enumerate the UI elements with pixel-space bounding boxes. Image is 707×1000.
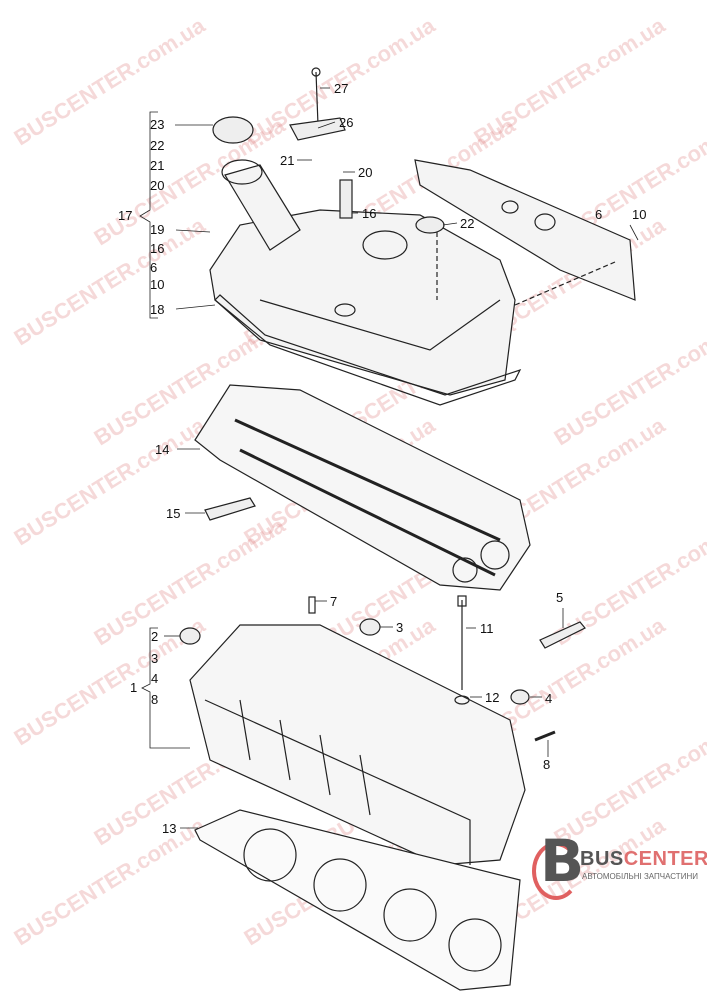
group-1-item: 3 xyxy=(151,651,159,666)
bolt-27 xyxy=(311,67,321,126)
plug-2 xyxy=(179,627,201,645)
group-17-label: 17 xyxy=(118,208,133,223)
group-17-item: 20 xyxy=(150,178,165,193)
logo-center: CENTER xyxy=(623,848,707,870)
callout-15: 15 xyxy=(166,506,181,521)
plug-22 xyxy=(415,216,445,234)
group-17-item: 23 xyxy=(150,117,165,132)
callout-4: 4 xyxy=(545,691,553,706)
logo-bus: BUS xyxy=(580,848,624,870)
head-gasket-13 xyxy=(194,809,521,991)
plug-3 xyxy=(359,618,381,636)
callout-11: 11 xyxy=(480,621,494,636)
group-1-item: 8 xyxy=(151,692,159,707)
bolt-11 xyxy=(457,595,467,690)
sensor-16 xyxy=(339,179,353,219)
stud-8 xyxy=(534,730,556,742)
logo-subtitle: АВТОМОБІЛЬНІ ЗАПЧАСТИНИ xyxy=(582,872,698,881)
leader-lines xyxy=(139,87,639,829)
callout-12: 12 xyxy=(485,690,500,705)
logo-c-mark xyxy=(532,842,580,900)
callout-8: 8 xyxy=(543,757,551,772)
callout-21: 21 xyxy=(280,153,295,168)
camshaft-housing xyxy=(194,384,531,591)
callout-27: 27 xyxy=(334,81,349,96)
valve-cover xyxy=(209,209,516,396)
logo-b-mark: B xyxy=(540,827,585,895)
logo-name: BUSCENTER xyxy=(580,848,707,871)
group-17-item: 19 xyxy=(150,222,165,237)
callout-7: 7 xyxy=(330,594,338,609)
group-1-item: 4 xyxy=(151,671,159,686)
callout-20: 20 xyxy=(358,165,373,180)
bracket-26 xyxy=(289,117,346,141)
callout-5: 5 xyxy=(556,590,564,605)
callout-26: 26 xyxy=(339,115,354,130)
callout-16: 16 xyxy=(362,206,377,221)
callout-3: 3 xyxy=(396,620,404,635)
cylinder-head xyxy=(189,624,526,866)
sealant-tube-15 xyxy=(204,497,256,521)
oil-cap xyxy=(212,116,254,144)
group-17-item: 6 xyxy=(150,260,158,275)
buscenter-logo: B BUSCENTER АВТОМОБІЛЬНІ ЗАПЧАСТИНИ xyxy=(532,827,707,900)
callout-6: 6 xyxy=(595,207,603,222)
cover-plate-6 xyxy=(414,159,636,301)
callout-10: 10 xyxy=(632,207,647,222)
group-17-item: 22 xyxy=(150,138,165,153)
cover-gasket xyxy=(214,294,522,406)
plug-4 xyxy=(510,689,530,705)
callout-22: 22 xyxy=(460,216,475,231)
sealant-tube-5 xyxy=(539,621,586,649)
group-1-item: 2 xyxy=(151,629,159,644)
oil-filler-neck xyxy=(221,159,301,251)
group-17-item: 10 xyxy=(150,277,165,292)
pin-7 xyxy=(308,596,316,614)
group-17-item: 16 xyxy=(150,241,165,256)
group-1-label: 1 xyxy=(130,680,138,695)
group-17-item: 21 xyxy=(150,158,165,173)
group-17-item: 18 xyxy=(150,302,165,317)
callout-13: 13 xyxy=(162,821,177,836)
washer-12 xyxy=(454,695,470,705)
callout-14: 14 xyxy=(155,442,170,457)
